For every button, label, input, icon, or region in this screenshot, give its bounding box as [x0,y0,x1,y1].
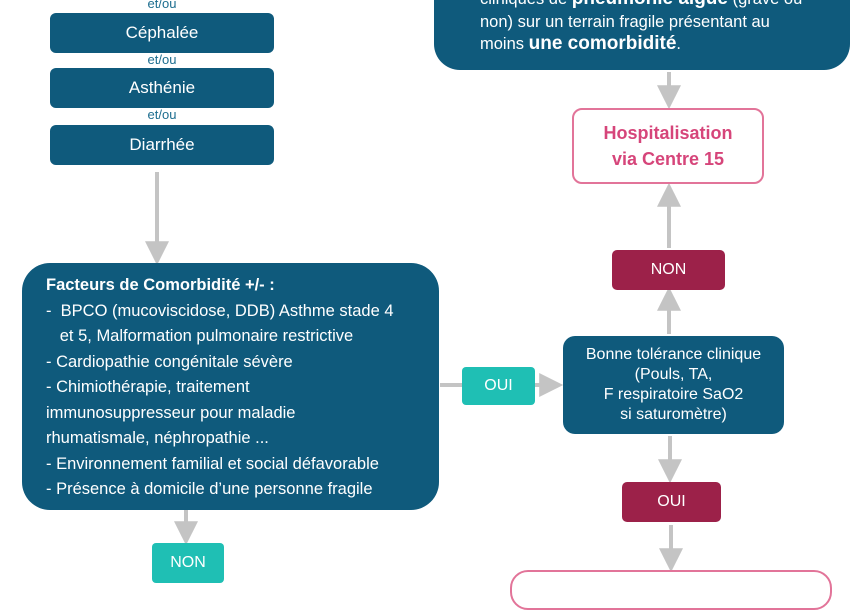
hospitalisation-box: Hospitalisation via Centre 15 [572,108,764,184]
connector-etou-3: et/ou [147,107,177,122]
tolerance-line-2: (Pouls, TA, [634,366,713,383]
tolerance-line-3: F respiratoire SaO2 [603,386,744,403]
hospitalisation-line-1: Hospitalisation [603,123,733,143]
oui-decision-middle: OUI [462,367,535,405]
non-decision-top: NON [612,250,725,290]
tolerance-line-1: Bonne tolérance clinique [585,346,762,363]
bottom-outcome-box [510,570,832,610]
criteria-line-2: non) sur un terrain fragile présentant a… [480,12,770,31]
oui-decision-bottom: OUI [622,482,721,522]
pneumonia-criteria-box: cliniques de pneumonie aiguë (grave ou n… [434,0,850,70]
symptom-diarrhee: Diarrhée [50,125,274,165]
non-decision-bottom: NON [152,543,224,583]
connector-etou-1: et/ou [147,0,177,11]
symptom-cephalee: Céphalée [50,13,274,53]
comorbidity-line-6: rhumatismale, néphropathie ... [46,429,269,447]
comorbidity-line-3: - Cardiopathie congénitale sévère [46,352,293,371]
tolerance-line-4: si saturomètre) [620,406,727,423]
connector-arrows [145,72,683,573]
comorbidity-line-7: - Environnement familial et social défav… [46,454,379,473]
comorbidity-title: Facteurs de Comorbidité +/- : [46,276,275,294]
symptom-asthenie: Asthénie [50,68,274,108]
comorbidity-line-1: - BPCO (mucoviscidose, DDB) Asthme stade… [46,301,394,320]
comorbidity-line-8: - Présence à domicile d’une personne fra… [46,480,373,498]
clinical-tolerance-box: Bonne tolérance clinique (Pouls, TA, F r… [563,336,784,434]
comorbidity-line-4: - Chimiothérapie, traitement [46,378,250,396]
criteria-line-3: moins une comorbidité. [480,33,681,54]
comorbidity-box: Facteurs de Comorbidité +/- : - BPCO (mu… [22,263,439,510]
criteria-line-1: cliniques de pneumonie aiguë (grave ou [480,0,840,11]
connector-etou-2: et/ou [147,52,177,67]
hospitalisation-line-2: via Centre 15 [611,149,725,169]
comorbidity-line-5: immunosuppresseur pour maladie [46,403,296,422]
comorbidity-line-2: et 5, Malformation pulmonaire restrictiv… [46,327,354,345]
